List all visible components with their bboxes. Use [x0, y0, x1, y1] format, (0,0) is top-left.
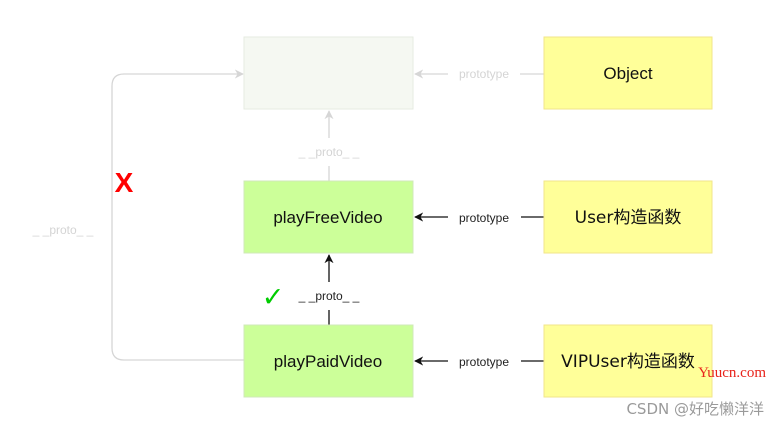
edge-user-prototype-label: prototype	[459, 211, 509, 225]
edge-vip-prototype: prototype	[414, 355, 544, 369]
edge-object-prototype-label: prototype	[459, 67, 509, 81]
node-user-constructor: User构造函数	[543, 180, 713, 254]
edge-user-prototype: prototype	[414, 211, 544, 225]
watermark-site: Yuucn.com	[698, 365, 766, 381]
edge-object-prototype: prototype	[414, 67, 544, 81]
edge-free-proto: _ _proto_ _	[298, 110, 360, 181]
node-object-box	[543, 36, 713, 110]
node-user-constructor-label: User构造函数	[575, 208, 682, 228]
node-user-constructor-box	[543, 180, 713, 254]
node-play-free-video: playFreeVideo	[243, 180, 414, 254]
edge-paid-to-object-proto: _ _proto_ _	[22, 69, 244, 361]
edge-paid-to-object-proto-line	[111, 69, 244, 361]
edge-free-proto-label: _ _proto_ _	[298, 145, 360, 159]
node-play-paid-video: playPaidVideo	[243, 324, 414, 398]
node-play-paid-video-label: playPaidVideo	[274, 352, 382, 371]
node-vipuser-constructor-label: VIPUser构造函数	[561, 352, 695, 372]
edge-paid-proto-label: _ _proto_ _	[298, 289, 360, 303]
watermark-csdn: CSDN @好吃懒洋洋	[626, 400, 764, 418]
edge-paid-to-object-proto-label: _ _proto_ _	[32, 223, 94, 237]
node-object-prototype-box	[243, 36, 414, 110]
cross-mark: X	[115, 167, 134, 198]
node-play-paid-video-box	[243, 324, 414, 398]
check-mark: ✓	[262, 282, 285, 313]
node-play-free-video-box	[243, 180, 414, 254]
node-vipuser-constructor-box	[543, 324, 713, 398]
edge-paid-proto: _ _proto_ _	[298, 254, 360, 325]
node-object-label: Object	[603, 64, 652, 83]
node-object-prototype	[243, 36, 414, 110]
edge-vip-prototype-label: prototype	[459, 355, 509, 369]
node-object: Object	[543, 36, 713, 110]
node-vipuser-constructor: VIPUser构造函数	[543, 324, 713, 398]
node-play-free-video-label: playFreeVideo	[273, 208, 382, 227]
edge-paid-to-object-proto-label-bg	[22, 221, 104, 237]
